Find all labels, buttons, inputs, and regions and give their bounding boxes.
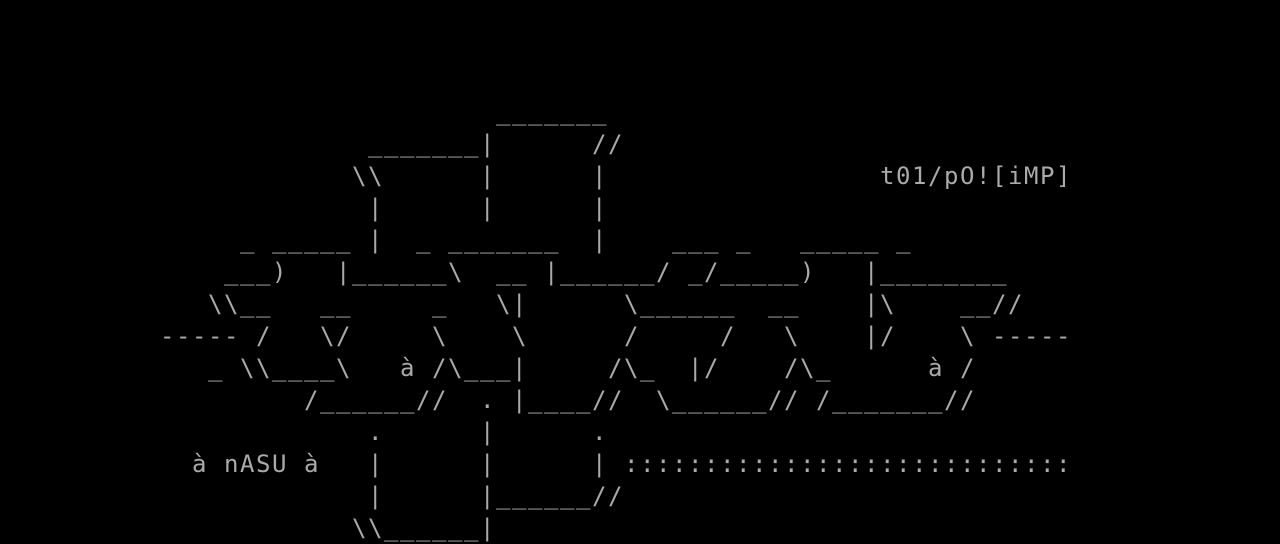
- ascii-art-row: ___) |______\ __ |______/ _/_____) |____…: [0, 258, 1008, 286]
- ascii-art-row: \\______|: [0, 514, 496, 542]
- ascii-art-row: ----- / \/ \ \ / / \ |/ \ -----: [0, 322, 1072, 350]
- ascii-art-row: . | .: [0, 418, 608, 446]
- ascii-art-row: [0, 0, 1280, 32]
- ascii-art-row: _______| //: [0, 130, 624, 158]
- ascii-art-row: | | |: [0, 194, 608, 222]
- ascii-art-row: _______: [0, 98, 608, 126]
- ascii-art-row: /______// . |____// \______// /_______//: [0, 386, 976, 414]
- ascii-art-row-caption: à nASU à | | | :::::::::::::::::::::::::…: [0, 450, 1072, 478]
- ascii-art-row-signature: \\ | | t01/pO![iMP]: [0, 162, 1072, 190]
- ascii-art-row: _ _____ | _ _______ | ___ _ _____ _: [0, 226, 912, 254]
- ascii-art-row: \\__ __ _ \| \______ __ |\ __//: [0, 290, 1024, 318]
- ascii-art-row: [0, 32, 1280, 64]
- ascii-art-row: | |______//: [0, 482, 624, 510]
- ascii-art-row: _ \\____\ à /\___| /\_ |/ /\_ à /: [0, 354, 976, 382]
- ascii-art-row: [0, 64, 1280, 96]
